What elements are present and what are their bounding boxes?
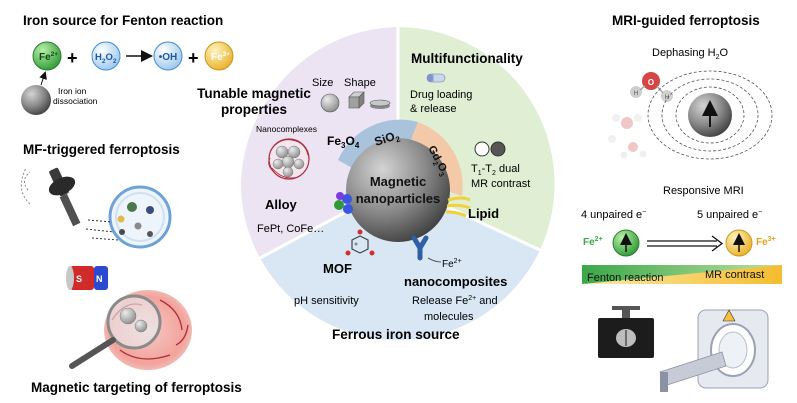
h-atom-label-1: H	[634, 91, 638, 97]
responsive-mri-label: Responsive MRI	[663, 185, 744, 197]
drug-line2: & release	[410, 103, 456, 115]
unpaired-4-label: 4 unpaired e−	[581, 209, 646, 221]
ph-label: pH sensitivity	[294, 295, 359, 307]
fenton-label: Fenton reaction	[587, 272, 663, 284]
oh-label: •OH	[159, 52, 178, 63]
faded-water-molecules-icon	[608, 114, 647, 159]
mof-label: MOF	[323, 261, 352, 276]
spinning-magnet-icon	[20, 167, 81, 227]
h2o2-sphere-icon	[91, 41, 121, 71]
fe2-sphere-label: Fe2+	[39, 51, 58, 63]
h-atom-label-2: H	[665, 95, 669, 101]
magnet-n-label: N	[96, 274, 103, 284]
iron-source-title: Iron source for Fenton reaction	[23, 13, 223, 28]
core-label-line2: nanoparticles	[356, 191, 441, 206]
targeting-title: Magnetic targeting of ferroptosis	[31, 380, 242, 395]
nanocomplexes-label: Nanocomplexes	[256, 124, 317, 134]
alloy-label: Alloy	[265, 197, 298, 212]
ferrous-title: Ferrous iron source	[332, 327, 460, 342]
nanocomposites-label: nanocomposites	[404, 274, 507, 289]
fe2-pointer	[427, 257, 442, 263]
shape-cube-icon	[348, 91, 365, 109]
transition-arrow-icon	[647, 235, 724, 252]
sio2-label: SiO2	[373, 128, 402, 151]
shape-disk-icon	[369, 99, 391, 109]
mof-icon	[345, 229, 375, 256]
mr-gradient-bar	[582, 265, 782, 284]
multifunctionality-section: Multifunctionality Drug loading & releas…	[410, 51, 530, 190]
iron-ion-line2: dissociation	[53, 96, 98, 106]
o-atom-label: O	[648, 78, 654, 87]
fe3o4-label: Fe3O4	[327, 134, 360, 150]
tunable-title-line2: properties	[221, 102, 287, 117]
center-wheel: Magnetic nanoparticles SiO2 Gd2O3 Lipid	[241, 27, 555, 341]
antibody-icon	[411, 235, 429, 261]
fe3-right-label: Fe3+	[756, 236, 776, 248]
h2o2-label: H2O2	[95, 52, 117, 65]
iron-ion-line1: Iron ion	[58, 86, 87, 96]
size-sphere-icon	[320, 93, 340, 113]
mri-monitor-icon	[598, 306, 654, 358]
mri-scanner-icon	[659, 309, 769, 392]
drug-line1: Drug loading	[410, 89, 472, 101]
fe2-sphere-icon	[32, 41, 62, 71]
water-molecule-icon: O H H	[630, 72, 673, 102]
shape-label: Shape	[344, 77, 376, 89]
ferrous-section: Fe2+ nanocomposites Release Fe2+ and mol…	[332, 257, 507, 342]
release-line2: molecules	[424, 311, 474, 323]
t1t2-line2: MR contrast	[471, 178, 530, 190]
lipid-icon	[445, 196, 471, 218]
release-line1: Release Fe2+ and	[412, 295, 498, 307]
core-label-line1: Magnetic	[370, 174, 426, 189]
capsule-icon	[426, 73, 446, 83]
multifunctionality-title: Multifunctionality	[411, 51, 523, 66]
lipid-label: Lipid	[468, 206, 499, 221]
mr-contrast-label: MR contrast	[705, 269, 764, 281]
t1t2-line1: T1-T2 dual	[471, 163, 520, 177]
dissociation-arrow	[39, 71, 47, 86]
left-panel: Iron source for Fenton reaction Fe2+ + H…	[20, 13, 242, 395]
tumor-magnifier-icon	[69, 290, 192, 370]
plus-sign-2: +	[188, 48, 199, 68]
dephasing-label: Dephasing H2O	[652, 47, 729, 61]
oh-sphere-icon	[153, 41, 183, 71]
mri-title: MRI-guided ferroptosis	[612, 13, 760, 28]
magnet-s-label: S	[76, 274, 82, 284]
fe2-small-label: Fe2+	[442, 258, 462, 270]
fe2-right-label: Fe2+	[583, 236, 603, 248]
alloy-icon	[334, 192, 353, 214]
nanoparticle-dissociation-icon	[21, 85, 51, 115]
t2-dark-dot-icon	[490, 141, 506, 157]
tunable-title-line1: Tunable magnetic	[197, 86, 311, 101]
tunable-section: Tunable magnetic properties Size Shape N…	[197, 77, 391, 307]
plus-sign-1: +	[67, 48, 78, 68]
magnetic-core-icon	[346, 138, 450, 242]
size-label: Size	[312, 77, 333, 89]
nanocomplex-cluster-icon	[268, 138, 310, 180]
fe3-sphere-icon	[204, 41, 234, 71]
sio2-band	[338, 119, 418, 168]
magnetic-field-lines-icon	[647, 70, 773, 160]
alloy-examples: FePt, CoFe…	[257, 223, 324, 235]
fe3-sphere-label: Fe3+	[211, 51, 230, 63]
right-panel: MRI-guided ferroptosis Dephasing H2O O H…	[581, 13, 782, 392]
unpaired-5-label: 5 unpaired e−	[697, 209, 762, 221]
cell-icon	[85, 185, 172, 249]
bar-magnet-icon: S N	[66, 266, 108, 290]
mf-title: MF-triggered ferroptosis	[23, 142, 180, 157]
sector-blue	[260, 184, 540, 341]
t1-white-dot-icon	[474, 141, 490, 157]
